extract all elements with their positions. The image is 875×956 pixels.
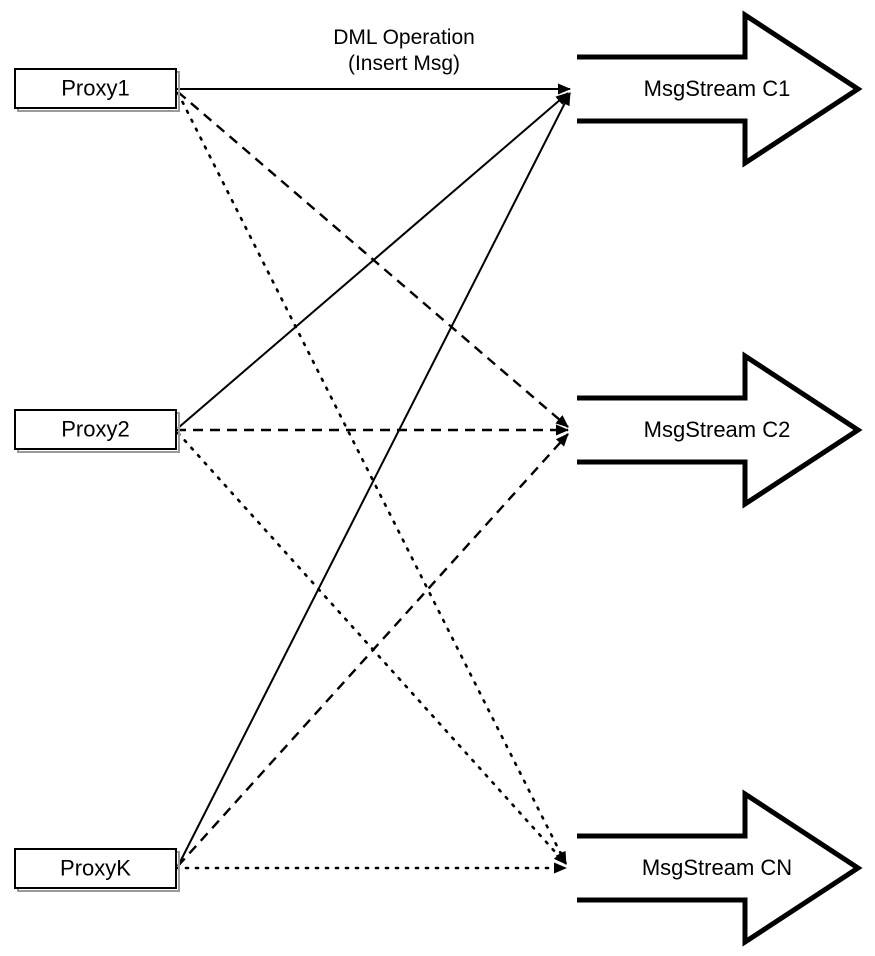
link-line-dotted [176, 431, 568, 866]
proxy-label: Proxy2 [61, 416, 129, 441]
proxy-label: ProxyK [60, 855, 131, 880]
proxy-box-rect [14, 409, 177, 450]
connector-links [174, 83, 571, 874]
dml-operation-label: DML Operation (Insert Msg) [333, 26, 475, 75]
proxy-node-proxy1[interactable]: Proxy1 [14, 68, 180, 112]
msgstream-label: MsgStream CN [642, 855, 792, 880]
link-proxy2-cn [176, 431, 568, 866]
msgstream-arrow-shape [577, 10, 863, 168]
proxy-node-proxy2[interactable]: Proxy2 [14, 409, 180, 453]
link-proxy2-c1 [177, 92, 569, 429]
link-line-dashed [177, 433, 569, 867]
link-line-dotted [176, 91, 568, 866]
link-proxy1-cn [176, 91, 568, 866]
link-proxyk-c2 [177, 433, 569, 867]
msgstream-node-stream_c1[interactable]: MsgStream C1 [577, 10, 863, 168]
msgstream-nodes: MsgStream C1 MsgStream C2 MsgStream CN [577, 10, 863, 947]
msgstream-node-stream_c2[interactable]: MsgStream C2 [577, 351, 863, 509]
msgstream-arrow-shape [577, 351, 863, 509]
msgstream-node-stream_cn[interactable]: MsgStream CN [577, 789, 863, 947]
msgstream-arrow-shape [577, 789, 863, 947]
link-line-solid [177, 92, 569, 429]
edge-label-line2: (Insert Msg) [348, 52, 460, 75]
msgstream-label: MsgStream C1 [644, 76, 791, 101]
msgstream-label: MsgStream C2 [644, 417, 791, 442]
link-proxyk-c1 [177, 92, 571, 867]
link-line-solid [177, 92, 571, 867]
proxy-box-rect [14, 848, 177, 889]
proxy-box-rect [14, 68, 177, 109]
proxy-node-proxyk[interactable]: ProxyK [14, 848, 180, 892]
proxy-label: Proxy1 [61, 75, 129, 100]
edge-label-line1: DML Operation [333, 26, 475, 49]
